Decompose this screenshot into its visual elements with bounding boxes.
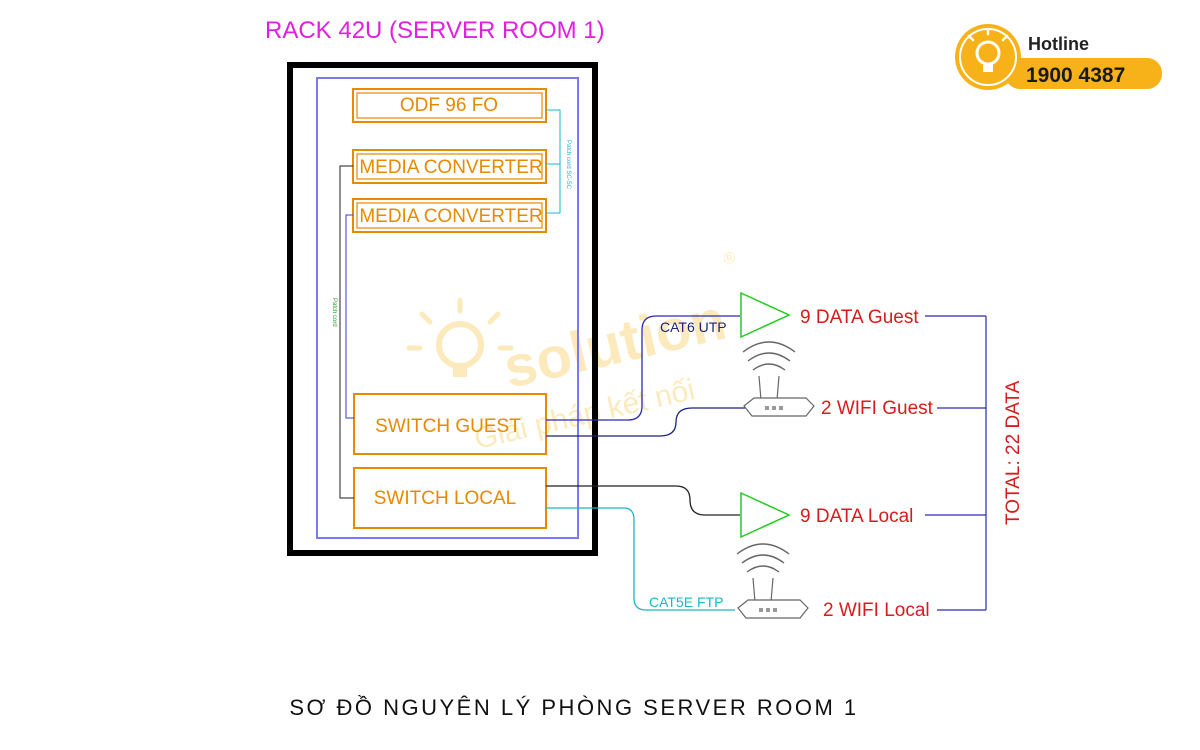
total-label: TOTAL: 22 DATA xyxy=(1003,380,1024,525)
hotline-label: Hotline xyxy=(1028,34,1089,54)
patch-cord-uplinks: Patch cord xyxy=(331,165,354,499)
media-converter-1-device: MEDIA CONVERTER xyxy=(352,149,547,184)
total-bracket xyxy=(925,315,987,611)
switch-local-device: SWITCH LOCAL xyxy=(353,467,547,529)
output-data-local-label: 9 DATA Local xyxy=(800,506,913,527)
rack-inner-frame xyxy=(316,77,579,539)
output-wifi-guest-label: 2 WIFI Guest xyxy=(821,398,934,419)
switch-guest-label: SWITCH GUEST xyxy=(375,416,521,437)
patch-cord-label: Patch cord xyxy=(331,298,337,327)
patch-cord-sc-sc-label: Patch cord SC-SC xyxy=(565,140,571,190)
switch-guest-device: SWITCH GUEST xyxy=(353,393,547,455)
media-converter-2-label: MEDIA CONVERTER xyxy=(359,206,542,227)
watermark-brand: solution xyxy=(497,287,731,401)
cable-cat5e-label: CAT5E FTP xyxy=(649,594,723,610)
hotline-badge: Hotline 1900 4387 xyxy=(955,24,1162,90)
watermark-bulb-icon xyxy=(406,297,514,377)
odf-label: ODF 96 FO xyxy=(400,95,498,116)
patch-cord-sc-sc: Patch cord SC-SC xyxy=(546,109,571,214)
output-wifi-local-label: 2 WIFI Local xyxy=(823,600,930,621)
diagram-title: SƠ ĐỒ NGUYÊN LÝ PHÒNG SERVER ROOM 1 xyxy=(289,695,858,720)
output-data-guest-label: 9 DATA Guest xyxy=(800,307,919,328)
media-converter-2-device: MEDIA CONVERTER xyxy=(352,198,547,233)
rack-title: RACK 42U (SERVER ROOM 1) xyxy=(265,17,605,44)
wifi-access-point-local-icon xyxy=(736,543,809,619)
media-converter-1-label: MEDIA CONVERTER xyxy=(359,157,542,178)
hotline-number[interactable]: 1900 4387 xyxy=(1026,64,1125,87)
data-outlet-guest-icon xyxy=(740,291,791,339)
lightbulb-icon xyxy=(967,27,1009,72)
cable-cat6-label: CAT6 UTP xyxy=(660,319,727,335)
data-outlet-local-icon xyxy=(740,491,791,539)
cable-runs: CAT6 UTP CAT5E FTP xyxy=(546,315,745,611)
switch-local-label: SWITCH LOCAL xyxy=(374,488,517,509)
watermark-tagline: Giải pháp kết nối xyxy=(471,373,698,456)
wifi-access-point-guest-icon xyxy=(742,341,815,417)
odf-96-fo-device: ODF 96 FO xyxy=(352,88,547,123)
rack-outer-frame xyxy=(287,62,598,556)
watermark-registered-mark: ® xyxy=(722,249,738,268)
